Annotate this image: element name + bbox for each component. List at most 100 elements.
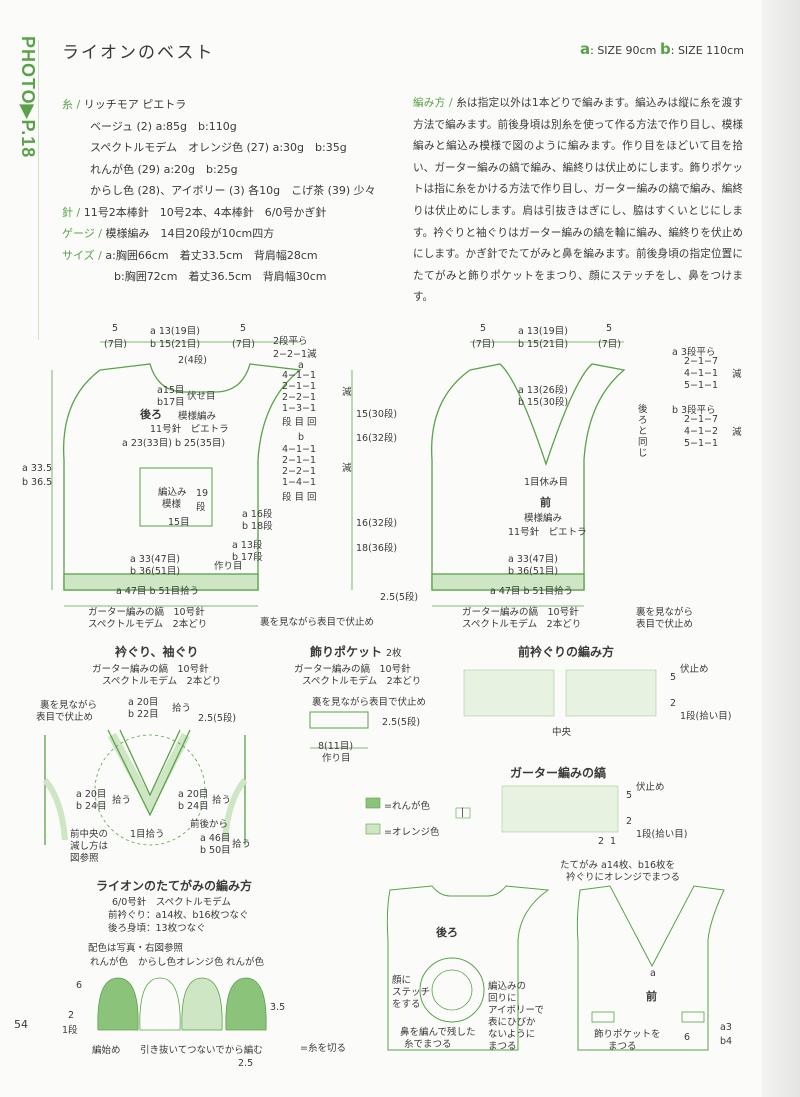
back-dec-b-label: b xyxy=(298,432,305,443)
pocket-count: 2枚 xyxy=(386,648,402,659)
front-neck-chart-title: 前衿ぐりの編み方 xyxy=(518,645,615,659)
back-name: 後ろ xyxy=(140,408,162,421)
front-neck-chart-r1: 1段(拾い目) xyxy=(680,711,732,722)
back-width-upper: a 23(33目) b 25(35目) xyxy=(122,438,226,449)
back-hem-note2: スペクトルモデム 2本どり xyxy=(88,619,208,630)
inset-label2: 模様 xyxy=(162,499,182,510)
assembly-inlay-5: まつる xyxy=(488,1041,517,1052)
mane-start: 編始め xyxy=(92,1045,121,1056)
inset-pos-a: a 16段 xyxy=(242,509,273,520)
back-top-side-r: 5 xyxy=(240,323,247,334)
pocket-sub2: スペクトルモデム 2本どり xyxy=(302,676,422,687)
mane-color-2: オレンジ色 xyxy=(176,957,224,968)
back-neck-bind: 伏せ目 xyxy=(187,391,216,402)
inset-pos-b: b 18段 xyxy=(242,521,273,532)
front-b-dec-0: 2−1−7 xyxy=(684,414,719,425)
back-dec-word-b: 減 xyxy=(342,463,352,474)
neckband-rows: 2.5(5段) xyxy=(198,713,237,724)
back-top-side-l: 5 xyxy=(112,323,119,334)
front-width-lower-b: b 36(51目) xyxy=(508,566,559,577)
neckband-arm-pick: 拾う xyxy=(232,839,252,850)
back-dec-a-0: 4−1−1 xyxy=(282,370,317,381)
back-pick-up: a 47目 b 51目拾う xyxy=(116,586,200,597)
neckband-l-a: a 20目 xyxy=(76,789,107,800)
front-a-dec-label: a 3段平ら xyxy=(672,347,716,358)
neckband-center-note-2: 図参照 xyxy=(70,853,99,864)
assembly-face-2: をする xyxy=(392,999,421,1010)
inset-rows1: 19 xyxy=(196,488,209,499)
neckband-pick: 拾う xyxy=(172,703,192,714)
garter-chart-r2: 2 xyxy=(626,816,633,827)
neckband-arm-b: b 50目 xyxy=(200,845,231,856)
front-top-mid: a 13(19目) xyxy=(518,326,568,337)
back-dec-b-tail: 段 目 回 xyxy=(282,492,317,503)
front-body-outline xyxy=(431,363,626,591)
pocket-rows: 2.5(5段) xyxy=(382,717,421,728)
materials-block: 糸 / リッチモア ピエトラ ベージュ (2) a:85g b:110g スペク… xyxy=(62,98,376,283)
assembly-inlay-1: 回りに xyxy=(488,993,517,1004)
back-dec-b-0: 4−1−1 xyxy=(282,444,317,455)
garter-chart-r5: 5 xyxy=(626,790,633,801)
neckband-r-a: a 20目 xyxy=(178,789,209,800)
page-number: 54 xyxy=(14,1018,28,1031)
mane-r1: 1段 xyxy=(62,1025,78,1036)
back-dec-a-label: a xyxy=(298,360,304,371)
back-top-mid2: b 15(21目) xyxy=(150,339,201,350)
front-b-dec-1: 4−1−2 xyxy=(684,426,719,437)
mane-h: 3.5 xyxy=(270,1002,286,1013)
back-dec-b-2: 2−2−1 xyxy=(282,466,317,477)
size-b: b: SIZE 110cm xyxy=(660,40,744,58)
front-neck-chart-bind: 伏止め xyxy=(680,664,709,675)
front-width-lower-a: a 33(47目) xyxy=(508,554,558,565)
back-dec-a-2: 2−2−1 xyxy=(282,392,317,403)
neckband-arm1: 前後から xyxy=(190,819,229,830)
front-a-dec-0: 2−1−7 xyxy=(684,356,719,367)
front-top-side-l: 5 xyxy=(480,323,487,334)
front-b-dec-label: b 3段平ら xyxy=(672,405,716,416)
assembly-front-note1: たてがみ a14枚、b16枚を xyxy=(560,860,676,871)
front-neck-a: a 13(26段) xyxy=(518,385,568,396)
garter-chart-c2: 2 xyxy=(598,836,605,847)
page-title: ライオンのベスト xyxy=(62,43,215,63)
back-shoulder-note1: 2段平ら xyxy=(273,336,308,347)
front-same-as-back: 後ろと同じ xyxy=(638,404,648,459)
front-needle: 11号針 ピエトラ xyxy=(508,527,587,538)
assembly-front-note2: 衿ぐりにオレンジでまつる xyxy=(566,872,681,883)
back-hem-rows: 2.5(5段) xyxy=(380,592,419,603)
front-center-rest: 1目休み目 xyxy=(524,477,569,488)
page-gutter-shadow xyxy=(762,0,800,1097)
back-armhole-a: 15(30段) xyxy=(356,409,398,420)
inset-sts: 15目 xyxy=(168,517,190,528)
back-dec-a-1: 2−1−1 xyxy=(282,381,317,392)
assembly-inlay-3: 表にひびか xyxy=(488,1017,536,1028)
back-width-lower-a: a 33(47目) xyxy=(130,554,180,565)
back-neck-bind-a: a15目 xyxy=(157,385,185,396)
front-neck-chart-r2: 2 xyxy=(670,698,677,709)
garter-chart-bind: 伏止め xyxy=(636,782,665,793)
neckband-pick-b: b 22目 xyxy=(128,709,159,720)
front-dec-word-a: 減 xyxy=(732,369,742,380)
mane-w: 2.5 xyxy=(238,1058,254,1069)
mane-back-body: 後ろ身頃：13枚つなぐ xyxy=(108,923,206,934)
front-a-dec-1: 4−1−1 xyxy=(684,368,719,379)
neckband-sub1: ガーター編みの縞 10号針 xyxy=(92,664,209,675)
inset-rows2: 段 xyxy=(196,502,206,513)
pocket-cast: 作り目 xyxy=(322,753,351,764)
back-top-mid: a 13(19目) xyxy=(150,326,200,337)
front-hem-note2: スペクトルモデム 2本どり xyxy=(462,619,582,630)
back-dec-b-3: 1−4−1 xyxy=(282,477,317,488)
front-top-side-r2: (7目) xyxy=(598,339,621,350)
mane-pull: 引き抜いてつないでから編む xyxy=(140,1045,263,1056)
back-bind-note: 裏を見ながら表目で伏止め xyxy=(260,617,375,628)
mane-front-neck: 前衿ぐり：a14枚、b16枚つなぐ xyxy=(108,910,249,921)
neckband-sub2: スペクトルモデム 2本どり xyxy=(102,676,222,687)
front-b-dec-2: 5−1−1 xyxy=(684,438,719,449)
back-shoulder-note2: 2−2−1減 xyxy=(273,349,317,360)
neckband-bind1: 裏を見ながら xyxy=(40,700,98,711)
back-height-a: a 33.5 xyxy=(22,463,52,474)
assembly-inlay-4: ないように xyxy=(488,1029,536,1040)
front-neck-chart-center: 中央 xyxy=(552,727,572,738)
front-top-side-l2: (7目) xyxy=(472,339,495,350)
assembly-a-mark: a xyxy=(650,968,656,979)
